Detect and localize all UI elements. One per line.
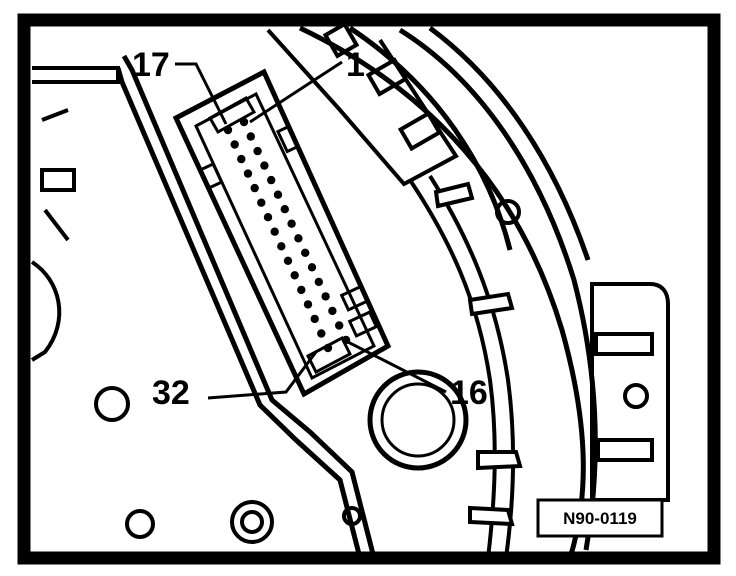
pin-row-top-pin <box>294 234 303 243</box>
pin-row-top-pin <box>280 205 289 214</box>
pin-row-bottom-pin <box>277 242 286 251</box>
reference-code: N90-0119 <box>563 509 637 528</box>
pin-row-bottom-pin <box>283 256 293 265</box>
pin-row-bottom-pin <box>250 183 259 193</box>
pin-row-top-pin <box>328 306 337 316</box>
pin-row-top-pin <box>335 321 344 330</box>
label-pin-17: 17 <box>132 46 170 84</box>
pin-row-bottom-pin <box>303 300 313 309</box>
connector-pins <box>223 117 351 353</box>
reference-code-box: N90-0119 <box>536 498 664 538</box>
pin-row-bottom-pin <box>257 198 266 207</box>
pin-row-top-pin <box>314 277 323 287</box>
connector-housing <box>172 68 392 398</box>
pin-row-bottom-pin <box>310 314 319 324</box>
pin-row-top-pin <box>246 132 255 141</box>
inner-ring <box>408 174 516 559</box>
pin-row-top-pin <box>260 161 269 170</box>
round-boss <box>367 369 469 471</box>
pin-row-top-pin <box>301 248 310 257</box>
pin-row-bottom-pin <box>317 329 326 338</box>
leader-lines <box>175 60 447 400</box>
ring-pegs <box>433 181 523 527</box>
mount-holes <box>94 386 362 544</box>
pin-row-top-pin <box>253 146 262 156</box>
pin-row-top-pin <box>321 292 330 301</box>
label-pin-16: 16 <box>450 374 488 412</box>
pin-row-top-pin <box>267 175 276 185</box>
pin-row-top-pin <box>239 117 249 127</box>
pin-row-bottom-pin <box>263 213 273 222</box>
pin-row-top-pin <box>273 190 283 199</box>
pin-row-top-pin <box>307 263 317 272</box>
label-pin-32: 32 <box>152 374 190 412</box>
pin-row-bottom-pin <box>290 271 299 280</box>
pin-row-bottom-pin <box>323 343 333 353</box>
pin-row-bottom-pin <box>230 140 239 149</box>
pin-row-bottom-pin <box>270 227 279 236</box>
pin-row-bottom-pin <box>297 285 306 295</box>
pin-row-bottom-pin <box>223 125 233 135</box>
top-bracket <box>266 21 459 187</box>
pin-row-bottom-pin <box>237 154 246 164</box>
pin-row-bottom-pin <box>243 169 253 178</box>
housing-edge <box>115 54 377 559</box>
ring-hole <box>495 199 521 225</box>
pin-row-top-pin <box>287 219 296 228</box>
label-pin-1: 1 <box>346 46 365 84</box>
image-frame <box>17 13 721 565</box>
right-bracket <box>590 282 670 502</box>
